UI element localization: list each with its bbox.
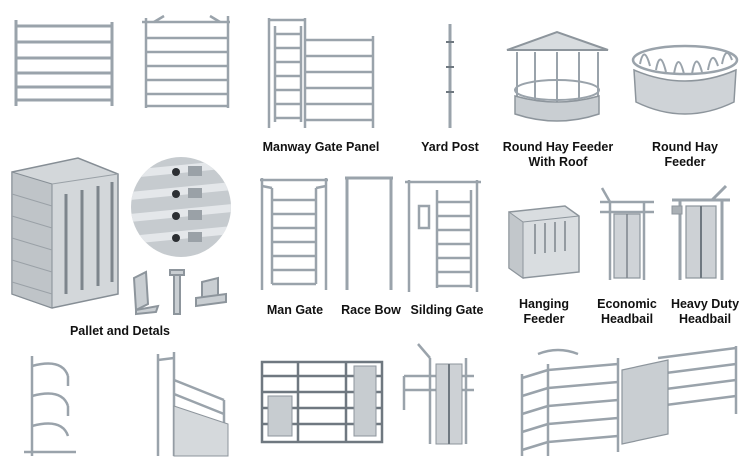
- pallet-detail-circle-image: [131, 157, 231, 257]
- round-hay-feeder-roof-label-line2: With Roof: [528, 155, 588, 169]
- economic-headbail-label-line1: Economic: [597, 297, 657, 311]
- race-bow-image: [345, 176, 393, 290]
- heavy-duty-headbail-label-line2: Headbail: [678, 312, 732, 326]
- silding-gate-label: Silding Gate: [410, 303, 484, 317]
- economic-headbail-image: [600, 187, 654, 280]
- cattle-yard-system-image: [520, 346, 738, 456]
- heavy-duty-headbail-label-line1: Heavy Duty: [670, 297, 740, 311]
- yard-post-image: [446, 24, 454, 128]
- economic-headbail-label-line2: Headbail: [600, 312, 654, 326]
- man-gate-label: Man Gate: [266, 303, 324, 317]
- loading-ramp-image: [156, 352, 229, 457]
- round-hay-feeder-image: [631, 44, 739, 115]
- round-hay-feeder-roof-label-line1: Round Hay Feeder: [502, 140, 614, 154]
- cattle-panel-image: [14, 20, 114, 106]
- hanging-feeder-label-line2: Feeder: [523, 312, 565, 326]
- hanging-feeder-label-line1: Hanging: [519, 297, 569, 311]
- saddle-rack-image: [24, 356, 76, 456]
- yard-post-label: Yard Post: [421, 140, 479, 154]
- round-hay-feeder-label-line2: Feeder: [664, 155, 706, 169]
- round-hay-feeder-label-line1: Round Hay: [652, 140, 718, 154]
- round-hay-feeder-roof-image: [506, 30, 609, 122]
- manway-gate-panel-image: [267, 18, 375, 128]
- pallet-stack-image: [11, 157, 119, 309]
- race-bow-label: Race Bow: [341, 303, 401, 317]
- heavy-duty-headbail-image: [671, 184, 730, 280]
- pallet-and-detals-label: Pallet and Detals: [69, 324, 171, 338]
- manway-gate-panel-label: Manway Gate Panel: [262, 140, 380, 154]
- cattle-crush-image: [260, 360, 384, 444]
- sliding-gate-image: [405, 180, 481, 292]
- hanging-feeder-image: [508, 205, 580, 279]
- bracket-parts-image: [132, 269, 227, 316]
- calf-cradle-image: [402, 343, 474, 445]
- man-gate-image: [260, 178, 328, 290]
- cattle-panel-gate-image: [142, 14, 230, 108]
